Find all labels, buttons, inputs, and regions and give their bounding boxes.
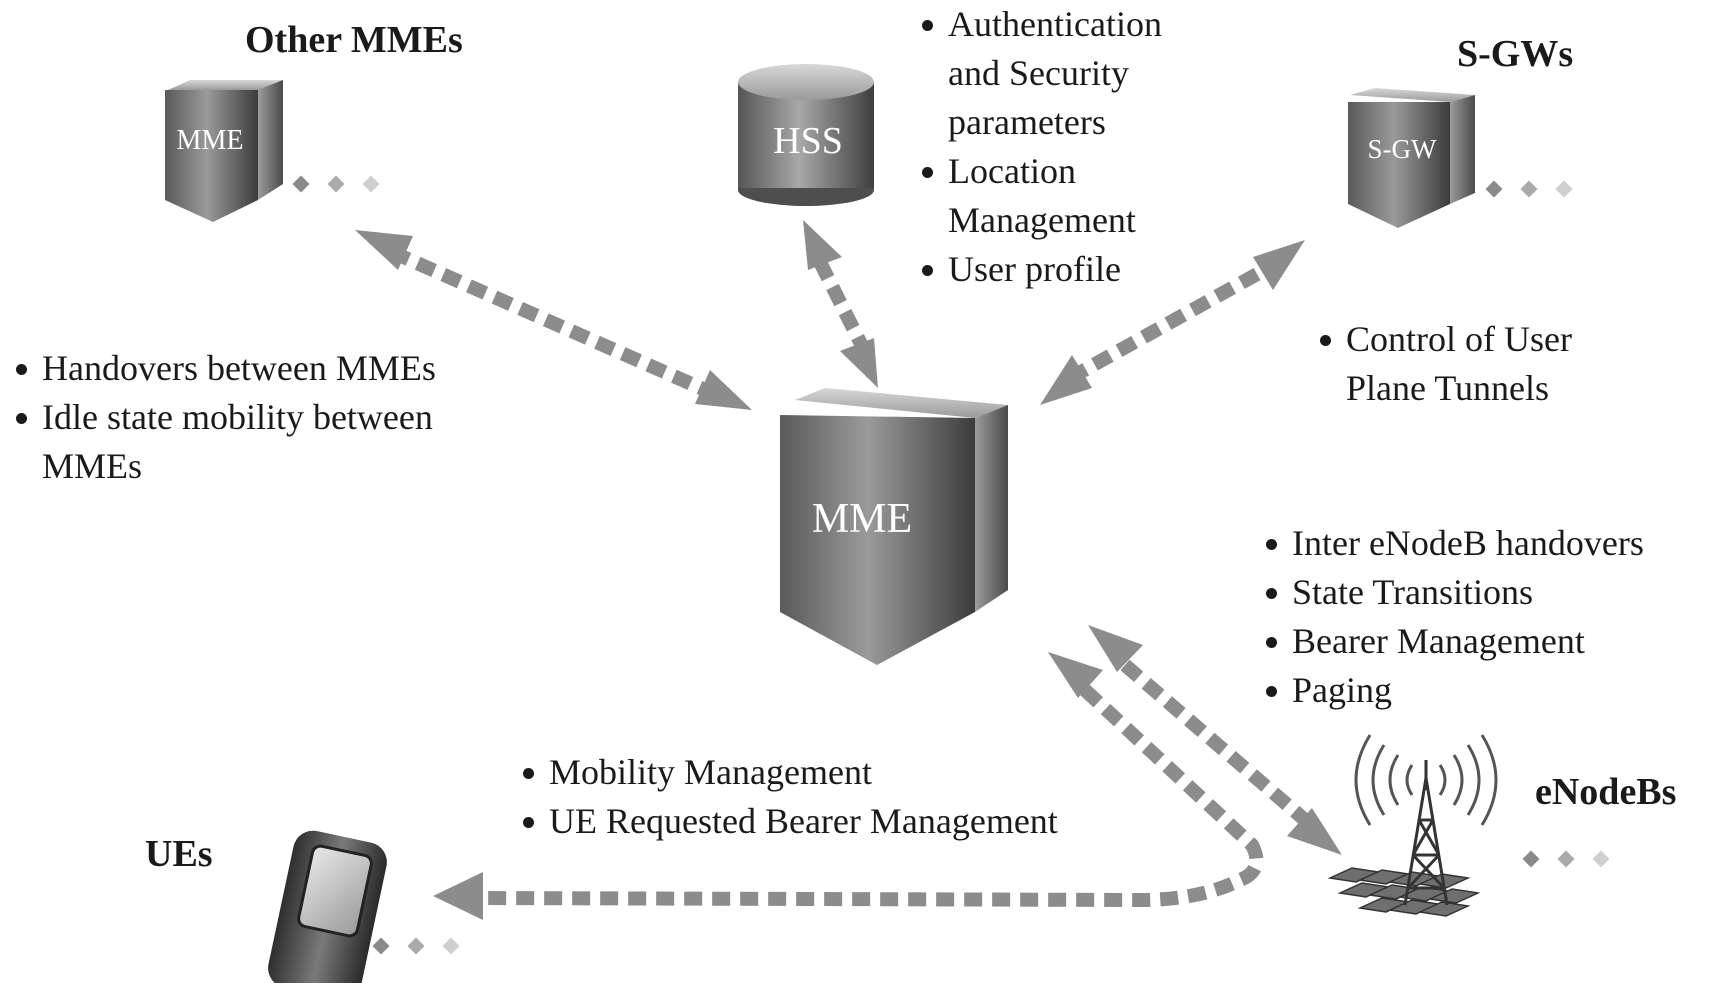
sgw-device: S-GW <box>1348 88 1573 228</box>
bullet-item: User profile <box>918 245 1162 294</box>
mme-other-label: MME <box>177 125 244 156</box>
ues-header: UEs <box>145 833 213 875</box>
arrow-hss <box>803 220 878 388</box>
bullet-item: Mobility Management <box>519 748 1058 797</box>
mme-center-label: MME <box>812 496 912 542</box>
other-mmes-header: Other MMEs <box>245 19 463 61</box>
mme-peers-bullets: Handovers between MMEs Idle state mobili… <box>12 344 436 491</box>
arrow-enodeb-inner <box>1088 625 1342 855</box>
arrow-ue-path <box>433 652 1264 920</box>
bullet-item: Bearer Management <box>1262 617 1644 666</box>
sgw-label: S-GW <box>1368 134 1438 164</box>
hss-label: HSS <box>773 120 843 162</box>
bullet-item: State Transitions <box>1262 568 1644 617</box>
enodeb-bullets: Inter eNodeB handovers State Transitions… <box>1262 519 1644 715</box>
bullet-item: Paging <box>1262 666 1644 715</box>
ue-bullets: Mobility Management UE Requested Bearer … <box>519 748 1058 846</box>
arrow-sgw <box>1040 240 1305 405</box>
sgws-header: S-GWs <box>1457 33 1574 75</box>
enodebs-header: eNodeBs <box>1535 771 1677 813</box>
hss-database: HSS <box>738 64 874 206</box>
bullet-item: Handovers between MMEs <box>12 344 436 393</box>
bullet-item: UE Requested Bearer Management <box>519 797 1058 846</box>
mme-device-other: MME <box>165 80 380 222</box>
ue-phone <box>268 830 460 988</box>
arrow-other-mmes <box>355 230 752 410</box>
enodeb-tower <box>1327 734 1610 917</box>
bullet-item: Inter eNodeB handovers <box>1262 519 1644 568</box>
mme-device-center: MME <box>780 388 1008 665</box>
